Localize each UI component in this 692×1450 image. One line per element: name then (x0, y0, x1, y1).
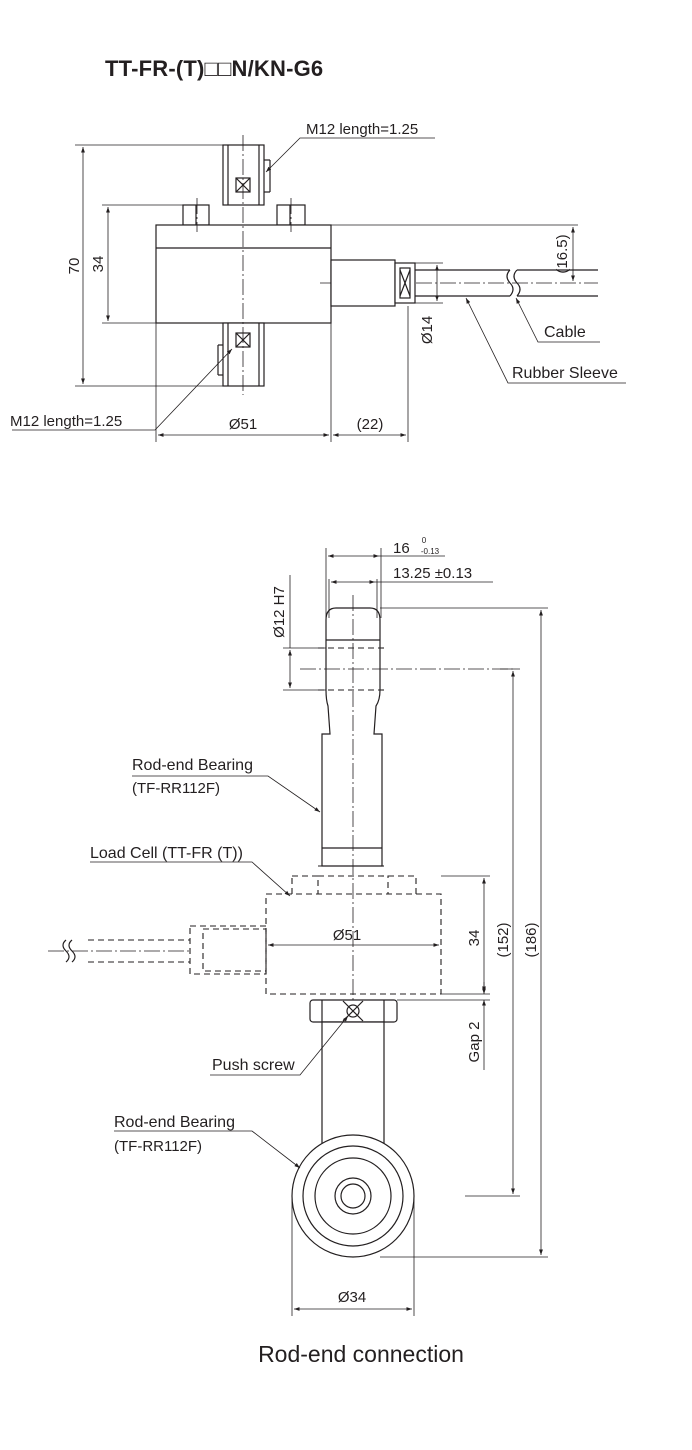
cable (415, 269, 598, 297)
bore-label: Ø12 H7 (271, 586, 288, 638)
height-70-label: 70 (66, 258, 83, 275)
rubber-sleeve (330, 259, 416, 307)
top-view: 70 34 Ø51 (22) (16.5) Ø14 M12 length=1.2… (10, 121, 626, 442)
overall-length-label: (186) (523, 922, 540, 957)
drawing-caption: Rod-end connection (258, 1341, 464, 1367)
side-view: 16 0 -0.13 13.25 ±0.13 Ø12 H7 Ø51 34 Gap… (48, 536, 548, 1316)
side-height-34-label: 34 (466, 930, 483, 947)
rod-end-top-label: Rod-end Bearing (132, 757, 253, 774)
bottom-thread-stud (217, 322, 265, 387)
bottom-rod-end-bearing (291, 1021, 415, 1258)
drawing-title: TT-FR-(T)□□N/KN-G6 (105, 56, 324, 81)
gap-label: Gap 2 (466, 1022, 483, 1063)
center-distance-label: (152) (495, 922, 512, 957)
rod-end-bottom-label: Rod-end Bearing (114, 1114, 235, 1131)
side-diameter-51-label: Ø51 (333, 927, 361, 944)
top-rod-end-bearing (321, 607, 383, 867)
load-cell-body (155, 224, 332, 324)
rod-end-bottom-part: (TF-RR112F) (114, 1138, 202, 1155)
width-16-label: 16 (393, 540, 410, 557)
cable-height-label: (16.5) (554, 234, 571, 273)
eye-diameter-label: Ø34 (338, 1289, 366, 1306)
width-13-25-label: 13.25 ±0.13 (393, 565, 472, 582)
height-34-label: 34 (90, 256, 107, 273)
load-cell-hidden (48, 865, 442, 995)
push-screw-nut (309, 999, 398, 1023)
rubber-sleeve-label: Rubber Sleeve (512, 365, 618, 382)
offset-22-label: (22) (357, 416, 384, 433)
sleeve-diameter-label: Ø14 (419, 316, 436, 344)
tol-16-lower: -0.13 (421, 547, 440, 556)
top-thread-stud (222, 144, 271, 206)
push-screw-label: Push screw (212, 1057, 295, 1074)
thread-bottom-label: M12 length=1.25 (10, 413, 122, 430)
thread-top-label: M12 length=1.25 (306, 121, 418, 138)
diameter-51-label: Ø51 (229, 416, 257, 433)
rod-end-top-part: (TF-RR112F) (132, 780, 220, 797)
cable-label: Cable (544, 324, 586, 341)
load-cell-label: Load Cell (TT-FR (T)) (90, 845, 243, 862)
tol-16-upper: 0 (422, 536, 427, 545)
